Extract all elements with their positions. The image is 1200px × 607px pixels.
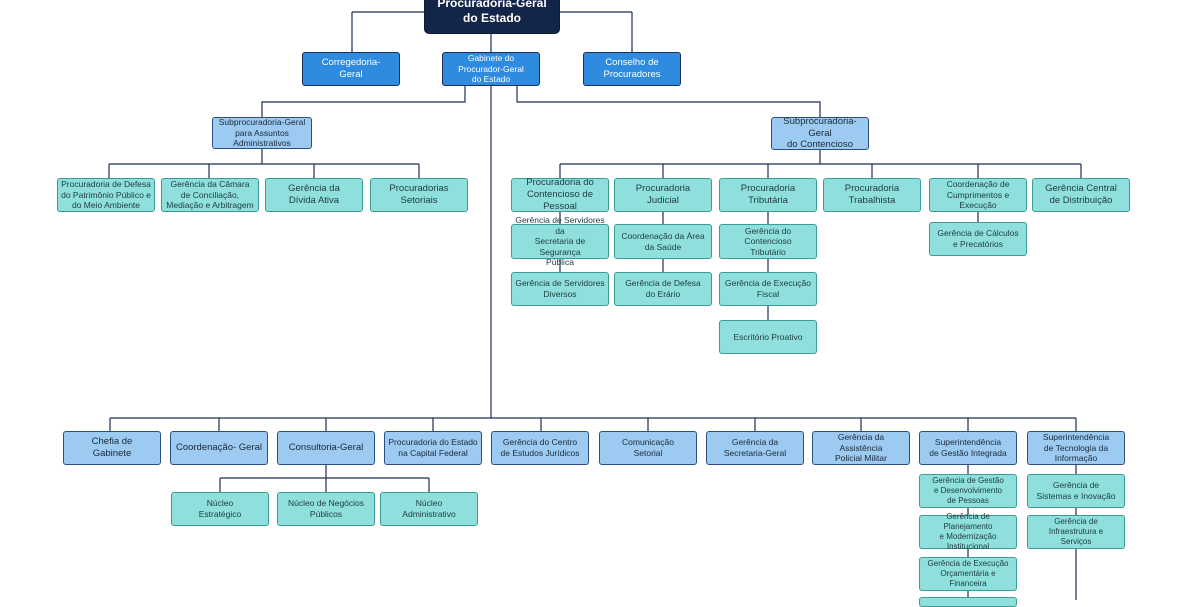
node-gerencia-centro-estudos: Gerência do Centro de Estudos Jurídicos: [491, 431, 589, 465]
node-procuradoria-capital-federal: Procuradoria do Estado na Capital Federa…: [384, 431, 482, 465]
node-partial-bottom: [919, 597, 1017, 607]
node-gerencia-central-distribuicao: Gerência Central de Distribuição: [1032, 178, 1130, 212]
node-gabinete-procurador-geral: Gabinete do Procurador-Geral do Estado: [442, 52, 540, 86]
node-gerencia-calculos-precatorios: Gerência de Cálculos e Precatórios: [929, 222, 1027, 256]
node-gerencia-camara-conciliacao: Gerência da Câmara de Conciliação, Media…: [161, 178, 259, 212]
node-escritorio-proativo: Escritório Proativo: [719, 320, 817, 354]
node-consultoria-geral: Consultoria-Geral: [277, 431, 375, 465]
node-gerencia-execucao-orcamentaria: Gerência de Execução Orçamentária e Fina…: [919, 557, 1017, 591]
node-nucleo-negocios-publicos: Núcleo de Negócios Públicos: [277, 492, 375, 526]
node-nucleo-administrativo: Núcleo Administrativo: [380, 492, 478, 526]
node-gerencia-secretaria-geral: Gerência da Secretaria-Geral: [706, 431, 804, 465]
node-superintendencia-gestao-integrada: Superintendência de Gestão Integrada: [919, 431, 1017, 465]
node-gerencia-contencioso-tributario: Gerência do Contencioso Tributário: [719, 224, 817, 259]
node-sub-contencioso: Subprocuradoria-Geral do Contencioso: [771, 116, 869, 150]
node-gerencia-execucao-fiscal: Gerência de Execução Fiscal: [719, 272, 817, 306]
node-superintendencia-tecnologia: Superintendência de Tecnologia da Inform…: [1027, 431, 1125, 465]
node-gerencia-gestao-pessoas: Gerência de Gestão e Desenvolvimento de …: [919, 474, 1017, 508]
node-coordenacao-area-saude: Coordenação da Área da Saúde: [614, 224, 712, 259]
node-gerencia-servidores-seguranca: Gerência de Servidores da Secretaria de …: [511, 215, 609, 267]
node-nucleo-estrategico: Núcleo Estratégico: [171, 492, 269, 526]
node-coordenacao-geral: Coordenação- Geral: [170, 431, 268, 465]
node-coordenacao-cumprimentos: Coordenação de Cumprimentos e Execução: [929, 178, 1027, 212]
node-procuradoria-tributaria: Procuradoria Tributária: [719, 178, 817, 212]
node-procuradorias-setoriais: Procuradorias Setoriais: [370, 178, 468, 212]
node-gerencia-servidores-diversos: Gerência de Servidores Diversos: [511, 272, 609, 306]
node-corregedoria-geral: Corregedoria- Geral: [302, 52, 400, 86]
node-procuradoria-defesa-patrimonio: Procuradoria de Defesa do Patrimônio Púb…: [57, 178, 155, 212]
node-sub-assuntos-administrativos: Subprocuradoria-Geral para Assuntos Admi…: [212, 117, 312, 149]
node-gerencia-sistemas-inovacao: Gerência de Sistemas e Inovação: [1027, 474, 1125, 508]
node-procuradoria-contencioso-pessoal: Procuradoria do Contencioso de Pessoal: [511, 177, 609, 212]
node-procuradoria-judicial: Procuradoria Judicial: [614, 178, 712, 212]
node-gerencia-assistencia-policial: Gerência da Assistência Policial Militar: [812, 431, 910, 465]
node-gerencia-planejamento: Gerência de Planejamento e Modernização …: [919, 512, 1017, 551]
node-procuradoria-geral: Procuradoria-Geral do Estado: [424, 0, 560, 34]
node-gerencia-divida-ativa: Gerência da Dívida Ativa: [265, 178, 363, 212]
node-procuradoria-trabalhista: Procuradoria Trabalhista: [823, 178, 921, 212]
node-gerencia-defesa-erario: Gerência de Defesa do Erário: [614, 272, 712, 306]
node-chefia-gabinete: Chefia de Gabinete: [63, 431, 161, 465]
node-comunicacao-setorial: Comunicação Setorial: [599, 431, 697, 465]
node-conselho-procuradores: Conselho de Procuradores: [583, 52, 681, 86]
node-gerencia-infraestrutura: Gerência de Infraestrutura e Serviços: [1027, 515, 1125, 549]
